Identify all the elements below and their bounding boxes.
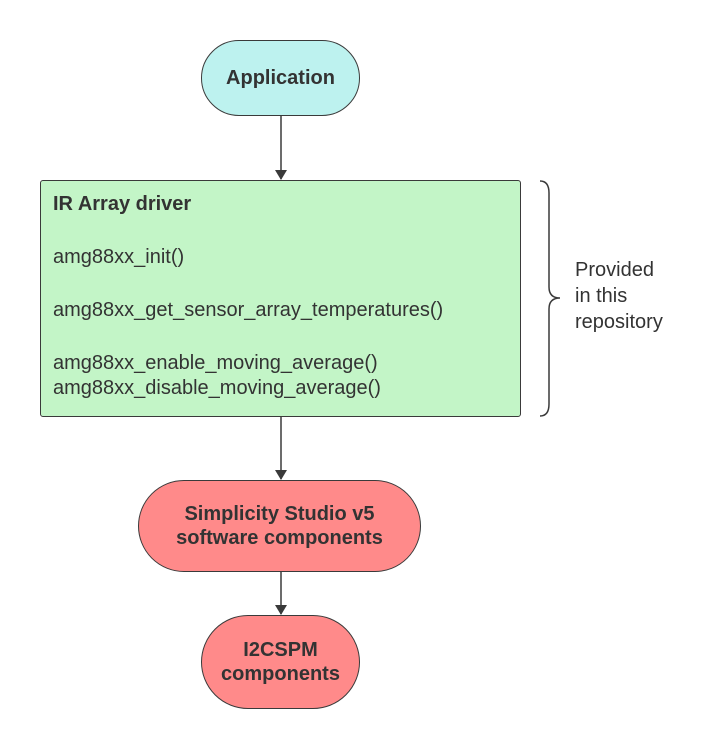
- driver-function-disable-moving-average: amg88xx_disable_moving_average(): [53, 377, 381, 399]
- application-label: Application: [226, 67, 335, 89]
- driver-function-get-temperatures: amg88xx_get_sensor_array_temperatures(): [53, 299, 444, 321]
- simplicity-studio-label: Simplicity Studio v5 software components: [176, 503, 383, 549]
- i2cspm-label: I2CSPM components: [221, 639, 340, 685]
- provided-in-repository-note: Provided in this repository: [575, 259, 663, 333]
- driver-title: IR Array driver: [53, 193, 192, 215]
- simplicity-studio-node: Simplicity Studio v5 software components: [138, 480, 421, 572]
- ir-array-driver-box: IR Array driver amg88xx_init() amg88xx_g…: [40, 180, 521, 417]
- right-curly-brace: [539, 180, 561, 417]
- driver-function-enable-moving-average: amg88xx_enable_moving_average(): [53, 352, 378, 374]
- i2cspm-node: I2CSPM components: [201, 615, 360, 709]
- application-node: Application: [201, 40, 360, 116]
- driver-function-init: amg88xx_init(): [53, 246, 185, 268]
